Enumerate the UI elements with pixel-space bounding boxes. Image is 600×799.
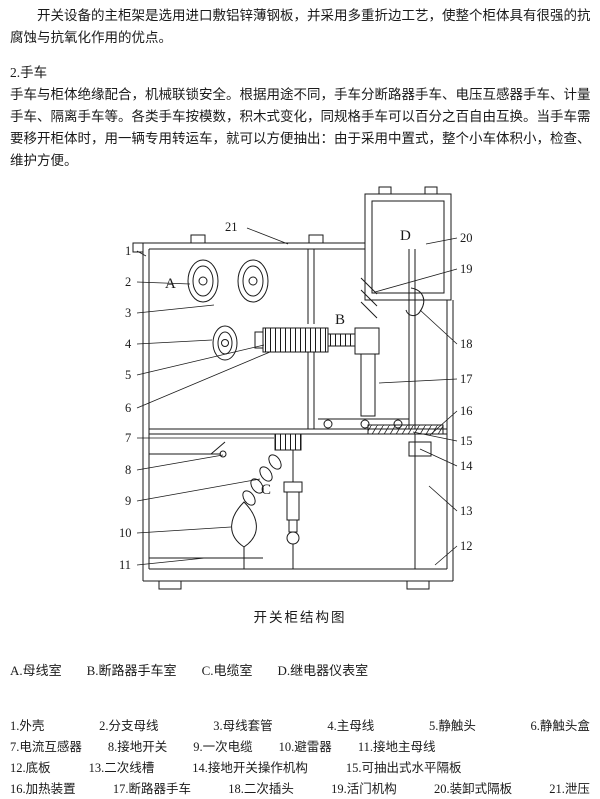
part-item-17: 17.断路器手车 <box>112 782 191 796</box>
callout-5: 5 <box>125 368 132 382</box>
compartment-label-C: C <box>261 482 272 498</box>
callout-8: 8 <box>125 463 132 477</box>
compartment-label-D: D <box>400 228 411 244</box>
parts-line-1: 1.外壳 2.分支母线 3.母线套管 4.主母线 5.静触头 6.静触头盒 <box>10 720 590 733</box>
cable-room-items <box>149 433 432 569</box>
section-heading: 2.手车 <box>10 65 48 80</box>
part-item-12: 12.底板 <box>10 761 51 775</box>
callout-2: 2 <box>125 275 132 289</box>
part-item-9: 9.一次电缆 <box>193 740 253 754</box>
compartment-legend: A.母线室 B.断路器手车室 C.电缆室 D.继电器仪表室 <box>10 660 368 679</box>
part-item-20: 20.装卸式隔板 <box>433 782 513 796</box>
callout-17: 17 <box>460 372 473 386</box>
part-item-16: 16.加热装置 <box>10 782 76 796</box>
part-item-6: 6.静触头盒 <box>530 719 590 733</box>
part-item-8: 8.接地开关 <box>107 740 168 754</box>
callout-15: 15 <box>460 434 473 448</box>
callout-18: 18 <box>460 337 473 351</box>
callout-1: 1 <box>125 244 132 258</box>
legend-item-A: A.母线室 <box>10 663 62 678</box>
part-item-5: 5.静触头 <box>428 719 476 733</box>
callout-6: 6 <box>125 401 132 415</box>
parts-list: 1.外壳 2.分支母线 3.母线套管 4.主母线 5.静触头 6.静触头盒 7.电流互感器 8… <box>10 720 590 799</box>
part-item-1: 1.外壳 <box>10 719 45 733</box>
cabinet-drawing <box>132 186 458 590</box>
compartment-label-B: B <box>335 312 346 328</box>
callout-13: 13 <box>460 504 473 518</box>
intro-paragraph: 开关设备的主柜架是选用进口敷铝锌薄钢板，并采用多重折边工艺，使整个柜体具有很强的… <box>10 8 591 45</box>
callout-16: 16 <box>460 404 473 418</box>
callout-9: 9 <box>125 494 132 508</box>
section-body: 手车与柜体绝缘配合，机械联锁安全。根据用途不同，手车分断路器手车、电压互感器手车… <box>10 87 591 168</box>
part-item-3: 3.母线套管 <box>213 719 273 733</box>
legend-item-D: D.继电器仪表室 <box>277 663 369 678</box>
figure-caption: 开关柜结构图 <box>253 610 347 625</box>
callout-11: 11 <box>119 558 132 572</box>
part-item-18: 18.二次插头 <box>228 782 294 796</box>
compartment-label-A: A <box>165 276 176 292</box>
part-item-10: 10.避雷器 <box>278 740 332 754</box>
part-item-21: 21.泄压 <box>549 782 590 796</box>
callout-3: 3 <box>125 306 132 320</box>
secondary-plug-arm <box>405 287 425 317</box>
static-contact-assembly <box>254 327 380 417</box>
compartment-partition <box>307 249 315 429</box>
parts-line-3: 12.底板 13.二次线槽 14.接地开关操作机构 15.可抽出式水平隔板 <box>10 762 590 775</box>
part-item-7: 7.电流互感器 <box>10 740 82 754</box>
callout-7: 7 <box>125 431 132 445</box>
parts-line-4: 16.加热装置 17.断路器手车 18.二次插头 19.活门机构 20.装卸式隔板 21.… <box>10 783 590 796</box>
part-item-14: 14.接地开关操作机构 <box>192 761 308 775</box>
part-item-11: 11.接地主母线 <box>357 740 436 754</box>
part-item-4: 4.主母线 <box>327 719 375 733</box>
callout-21: 21 <box>225 220 238 234</box>
part-item-15: 15.可抽出式水平隔板 <box>345 761 462 775</box>
callout-10: 10 <box>119 526 132 540</box>
callout-4: 4 <box>125 337 132 351</box>
part-item-13: 13.二次线槽 <box>88 761 155 775</box>
part-item-19: 19.活门机构 <box>331 782 397 796</box>
legend-item-C: C.电缆室 <box>201 663 253 678</box>
callout-14: 14 <box>460 459 473 473</box>
shutter-mechanism <box>360 277 378 319</box>
relay-instrument-box-outline <box>364 186 452 301</box>
callout-12: 12 <box>460 539 473 553</box>
leader-lines <box>136 227 458 566</box>
parts-line-2: 7.电流互感器 8.接地开关 9.一次电缆 10.避雷器 11.接地主母线 <box>10 741 590 754</box>
part-item-2: 2.分支母线 <box>99 719 159 733</box>
callout-19: 19 <box>460 262 473 276</box>
callout-20: 20 <box>460 231 473 245</box>
legend-item-B: B.断路器手车室 <box>86 663 177 678</box>
